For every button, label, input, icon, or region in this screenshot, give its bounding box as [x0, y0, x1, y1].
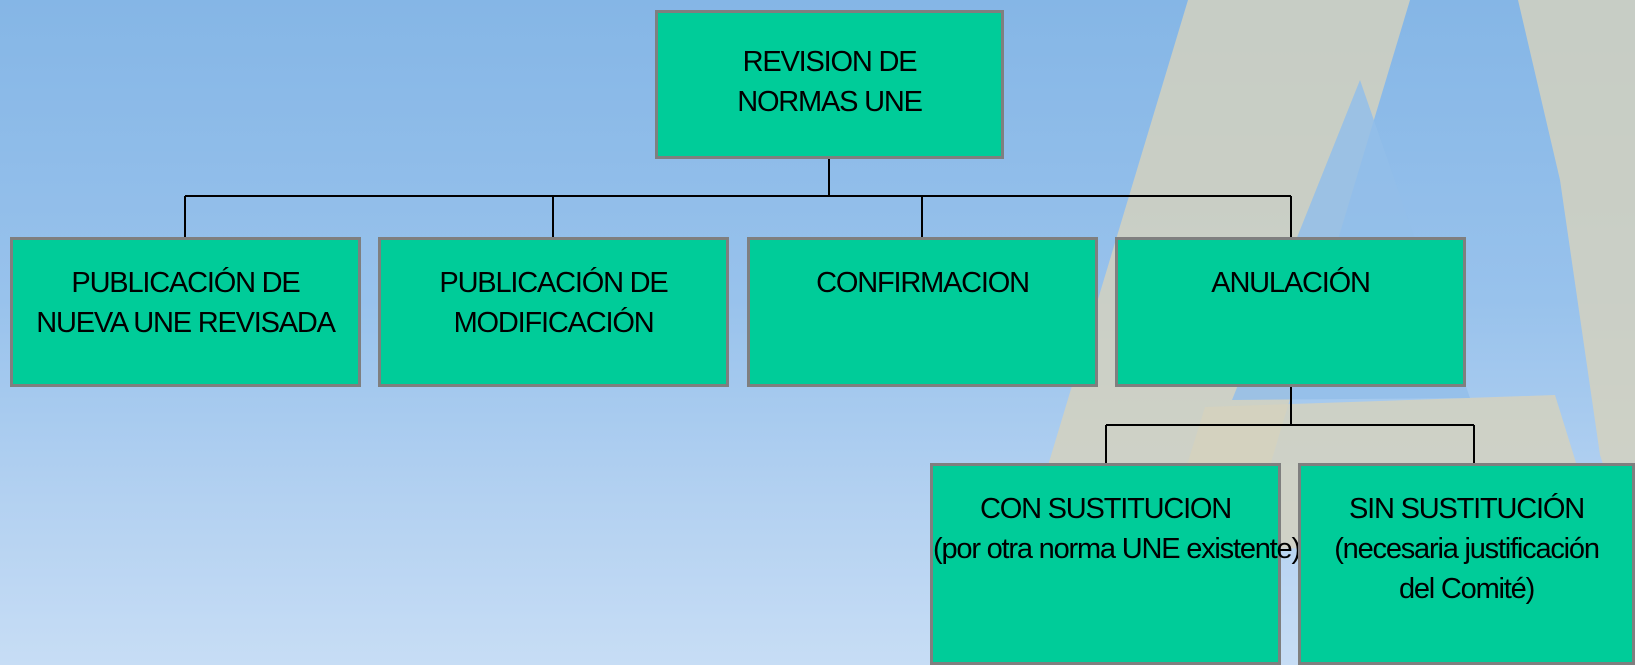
watermark-right-stroke [1518, 0, 1635, 560]
node-anulacion: ANULACIÓN [1115, 237, 1466, 387]
node-label-line: (necesaria justificación [1334, 533, 1600, 565]
node-label-line: NORMAS UNE [737, 86, 923, 118]
node-label-line: (por otra norma UNE existente) [933, 533, 1301, 565]
node-label-line: MODIFICACIÓN [453, 307, 655, 339]
node-label-line: PUBLICACIÓN DE [439, 267, 668, 299]
node-publicacion-modificacion: PUBLICACIÓN DE MODIFICACIÓN [378, 237, 729, 387]
node-sin-sustitucion: SIN SUSTITUCIÓN (necesaria justificación… [1298, 463, 1635, 665]
node-label-line: CONFIRMACION [816, 267, 1030, 299]
node-label-line: CON SUSTITUCION [979, 493, 1232, 525]
node-label-line: ANULACIÓN [1211, 267, 1371, 299]
node-revision-normas-une: REVISION DE NORMAS UNE [655, 10, 1004, 159]
node-confirmacion: CONFIRMACION [747, 237, 1098, 387]
node-label-line: del Comité) [1398, 573, 1535, 605]
node-label-line: REVISION DE [742, 46, 918, 78]
node-label-line: PUBLICACIÓN DE [71, 267, 300, 299]
node-label-line: SIN SUSTITUCIÓN [1349, 493, 1585, 525]
node-publicacion-nueva-une: PUBLICACIÓN DE NUEVA UNE REVISADA [10, 237, 361, 387]
node-label-line: NUEVA UNE REVISADA [36, 307, 336, 339]
node-con-sustitucion: CON SUSTITUCION (por otra norma UNE exis… [930, 463, 1301, 665]
